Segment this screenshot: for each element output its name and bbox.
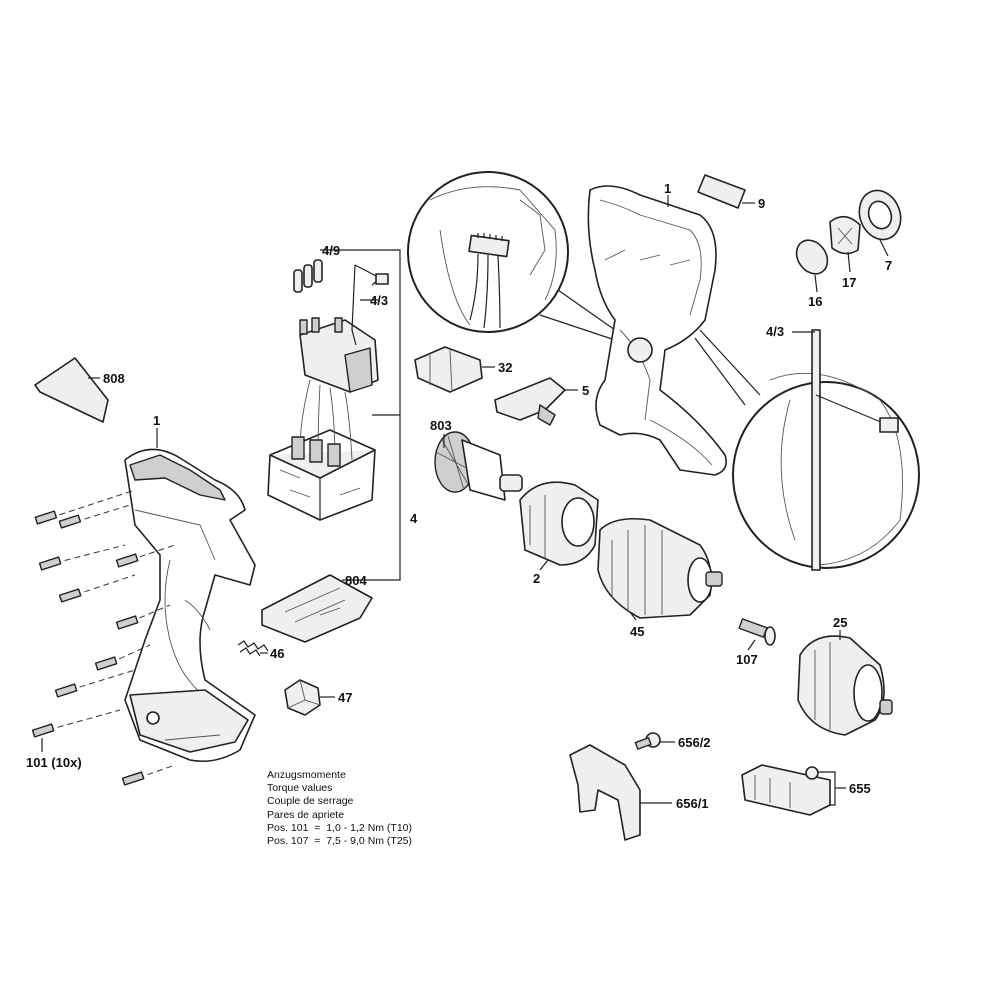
- label-656-1: 656/1: [676, 796, 709, 811]
- label-107: 107: [736, 652, 758, 667]
- torque-note-line: Pos. 107 = 7,5 - 9,0 Nm (T25): [267, 835, 413, 848]
- label-5: 5: [582, 383, 589, 398]
- label-4-9: 4/9: [322, 243, 340, 258]
- label-656-2: 656/2: [678, 735, 711, 750]
- part-labels: 1 9 7 17 16 4/9 4/3 4/3 808 1 32 5 803 4…: [26, 181, 892, 811]
- label-4-3-detail: 4/3: [766, 324, 784, 339]
- part-45-gearbox: [597, 517, 723, 619]
- label-7: 7: [885, 258, 892, 273]
- label-2: 2: [533, 571, 540, 586]
- label-808: 808: [103, 371, 125, 386]
- label-101: 101 (10x): [26, 755, 82, 770]
- part-655-bit-holder: [741, 764, 831, 816]
- part-32-clip: [414, 346, 483, 393]
- part-107-screw: [738, 618, 776, 646]
- label-32: 32: [498, 360, 512, 375]
- label-804: 804: [345, 573, 367, 588]
- part-4-electronics: [267, 317, 379, 521]
- label-46: 46: [270, 646, 284, 661]
- label-17: 17: [842, 275, 856, 290]
- part-803-armature: [434, 431, 523, 501]
- housing-half-left: [124, 448, 256, 763]
- torque-note-line: Torque values: [267, 782, 333, 795]
- part-17-knob: [829, 215, 861, 255]
- label-1-top: 1: [664, 181, 671, 196]
- label-4-3: 4/3: [370, 293, 388, 308]
- leader-lines: [41, 195, 889, 806]
- part-25-chuck: [797, 635, 893, 736]
- bracket-4: [320, 249, 401, 581]
- detail-circle-connector: [407, 171, 616, 341]
- part-7-ring: [858, 189, 902, 241]
- part-656-2-screw: [634, 732, 661, 750]
- torque-values-note: Anzugsmomente Torque values Couple de se…: [267, 769, 412, 848]
- part-656-1-belt-clip: [569, 744, 641, 841]
- part-9-label: [697, 174, 746, 209]
- housing-half-top: [587, 185, 728, 476]
- part-4-9-pins: [293, 259, 323, 293]
- label-47: 47: [338, 690, 352, 705]
- part-5-slider: [494, 377, 566, 426]
- torque-note-line: Pares de apriete: [267, 808, 345, 821]
- part-4-3-cable: [351, 264, 389, 346]
- label-655: 655: [849, 781, 871, 796]
- part-16-disc: [795, 239, 829, 275]
- detail-circle-cable: [694, 329, 920, 571]
- label-9: 9: [758, 196, 765, 211]
- part-46-spring: [237, 640, 269, 657]
- part-808-wedge: [34, 357, 109, 423]
- torque-note-line: Pos. 101 = 1,0 - 1,2 Nm (T10): [267, 821, 413, 834]
- label-803: 803: [430, 418, 452, 433]
- screws-101: [31, 489, 176, 786]
- label-1-left: 1: [153, 413, 160, 428]
- label-25: 25: [833, 615, 847, 630]
- label-16: 16: [808, 294, 822, 309]
- torque-note-line: Anzugsmomente: [267, 769, 346, 781]
- label-45: 45: [630, 624, 644, 639]
- label-4: 4: [410, 511, 418, 526]
- torque-note-line: Couple de serrage: [267, 795, 354, 808]
- part-804-board: [261, 574, 373, 643]
- part-2-motor: [519, 481, 599, 566]
- part-47-cap: [284, 679, 321, 716]
